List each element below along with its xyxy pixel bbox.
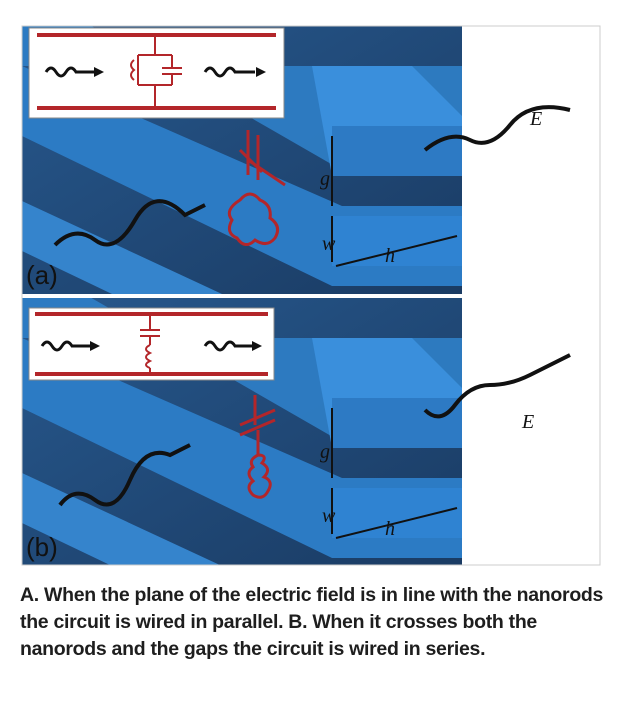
inset-circuit-series [28, 307, 275, 381]
panel-label: (a) [26, 260, 58, 290]
dim-g: g [320, 168, 330, 190]
panel-a: (a) g w h E [22, 26, 600, 294]
field-label: E [521, 411, 534, 433]
dim-h: h [385, 518, 395, 540]
outgoing-wave-icon [423, 353, 571, 419]
panel-b: (b) g w h E [22, 298, 600, 565]
panel-label: (b) [26, 532, 58, 562]
figure-caption: A. When the plane of the electric field … [20, 584, 604, 660]
series-circuit-symbol [239, 395, 276, 499]
outgoing-wave-icon [423, 105, 571, 152]
dim-g: g [320, 441, 330, 463]
inset-circuit-parallel [28, 27, 285, 119]
inductor-symbol [227, 192, 280, 246]
nanorod-figure: (a) g w h E (b) g w h E [21, 25, 601, 566]
field-label: E [529, 108, 542, 130]
capacitor-symbol [238, 130, 286, 187]
dim-w: w [322, 233, 336, 255]
dim-h: h [385, 245, 395, 267]
incident-wave-icon [53, 199, 206, 247]
dim-w: w [322, 505, 336, 527]
incident-wave-icon [58, 443, 191, 507]
